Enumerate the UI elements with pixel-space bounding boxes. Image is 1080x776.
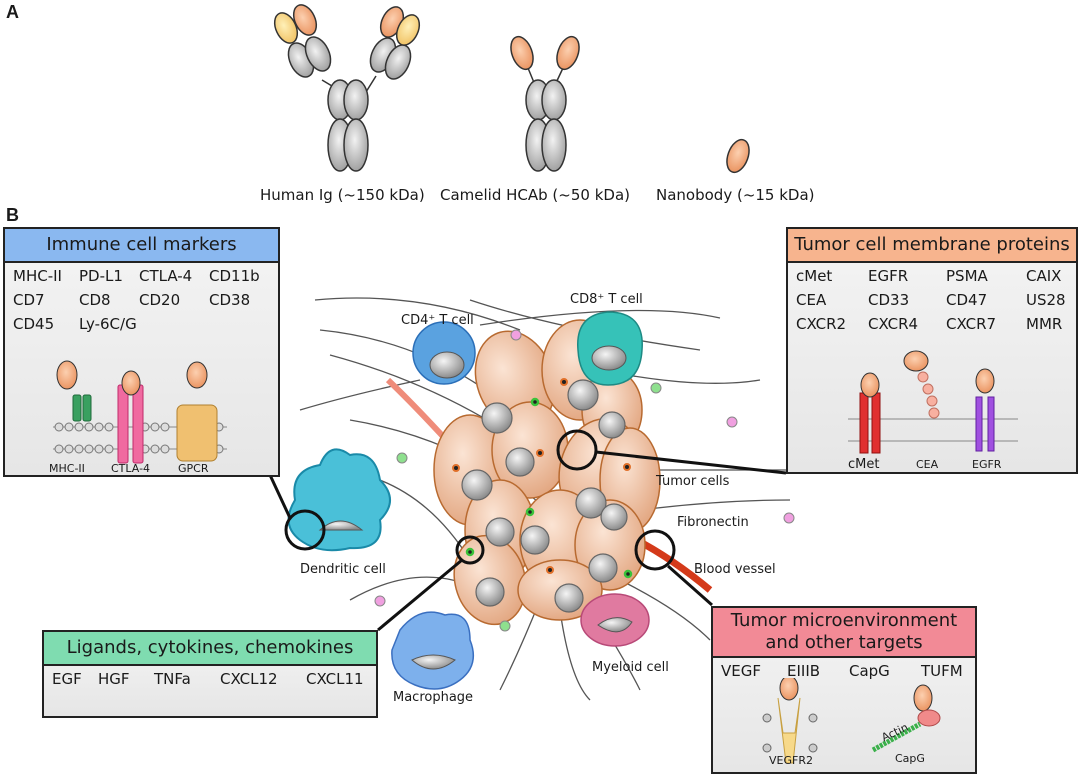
marker-item: CTLA-4 — [139, 267, 193, 285]
nanobody-icon — [726, 138, 750, 174]
ligands-cytokines-title: Ligands, cytokines, chemokines — [44, 632, 376, 666]
marker-item: Ly-6C/G — [79, 315, 137, 333]
marker-item: CD7 — [13, 291, 45, 309]
gpcr-label: GPCR — [178, 462, 209, 475]
marker-item: MHC-II — [13, 267, 62, 285]
immune-cell-markers-title: Immune cell markers — [5, 229, 278, 263]
ligand-item: CXCL11 — [306, 670, 364, 688]
marker-item: PSMA — [946, 267, 988, 285]
macrophage-icon — [391, 611, 475, 690]
tumor-membrane-illustration — [848, 350, 1018, 454]
myeloid-cell-icon — [580, 593, 650, 647]
camelid-hcab-label: Camelid HCAb (~50 kDa) — [440, 186, 630, 204]
target-item: TUFM — [921, 662, 963, 680]
marker-item: CD45 — [13, 315, 55, 333]
mhc-ii-label: MHC-II — [49, 462, 85, 475]
mhc-ii-icon — [72, 394, 92, 422]
panel-b-letter: B — [6, 205, 19, 225]
target-item: CapG — [849, 662, 890, 680]
tumor-microenvironment-title: Tumor microenvironment and other targets — [713, 608, 975, 658]
blood-vessel-label: Blood vessel — [694, 562, 776, 577]
immune-membrane-illustration — [53, 360, 227, 464]
ligand-item: TNFa — [154, 670, 191, 688]
camelid-hcab-icon — [510, 35, 580, 172]
cd8-t-cell-label: CD8⁺ T cell — [570, 292, 643, 307]
tumor-microenvironment-box: Tumor microenvironment and other targets… — [711, 606, 977, 774]
cd8-t-cell-icon — [577, 311, 643, 386]
cea-icon — [917, 371, 940, 419]
tumor-cells-label: Tumor cells — [656, 474, 730, 489]
marker-item: CD38 — [209, 291, 251, 309]
egfr-icon — [975, 396, 995, 452]
marker-item: CXCR7 — [946, 315, 997, 333]
myeloid-cell-label: Myeloid cell — [592, 660, 669, 675]
vegfr2-icon — [762, 678, 818, 764]
cd4-t-cell-icon — [412, 321, 476, 385]
vegfr2-label: VEGFR2 — [769, 754, 813, 767]
tumor-membrane-proteins-title: Tumor cell membrane proteins — [788, 229, 1076, 263]
marker-item: CD8 — [79, 291, 111, 309]
marker-item: CEA — [796, 291, 827, 309]
capg-icon — [871, 684, 941, 753]
gpcr-icon — [176, 404, 218, 462]
title-line-2: and other targets — [765, 632, 923, 653]
cd4-t-cell-label: CD4⁺ T cell — [401, 313, 474, 328]
capg-label: CapG — [895, 752, 925, 765]
cmet-label: cMet — [848, 457, 880, 472]
marker-item: CD33 — [868, 291, 910, 309]
fibronectin-label: Fibronectin — [677, 515, 749, 530]
marker-item: cMet — [796, 267, 833, 285]
immune-cell-markers-box: Immune cell markers MHC-II PD-L1 CTLA-4 … — [3, 227, 280, 477]
nanobody-label: Nanobody (~15 kDa) — [656, 186, 815, 204]
marker-item: CAIX — [1026, 267, 1062, 285]
cea-label: CEA — [916, 458, 939, 471]
marker-item: PD-L1 — [79, 267, 123, 285]
target-item: EIIIB — [787, 662, 821, 680]
actin-filament — [871, 721, 922, 753]
ligands-cytokines-box: Ligands, cytokines, chemokines EGF HGF T… — [42, 630, 378, 718]
marker-item: MMR — [1026, 315, 1063, 333]
dendritic-cell-icon — [287, 448, 391, 552]
ctla4-label: CTLA-4 — [111, 462, 151, 475]
marker-item: CD47 — [946, 291, 988, 309]
title-line-1: Tumor microenvironment — [730, 610, 958, 631]
dendritic-cell-label: Dendritic cell — [300, 562, 386, 577]
ligand-item: HGF — [98, 670, 130, 688]
target-item: VEGF — [721, 662, 761, 680]
tumor-membrane-proteins-box: Tumor cell membrane proteins cMet EGFR P… — [786, 227, 1078, 474]
microenv-illustration — [762, 678, 941, 764]
marker-item: CD20 — [139, 291, 181, 309]
human-ig-icon — [273, 4, 421, 172]
egfr-label: EGFR — [972, 458, 1002, 471]
ligand-item: EGF — [52, 670, 82, 688]
ctla4-icon — [117, 384, 144, 464]
human-ig-label: Human Ig (~150 kDa) — [260, 186, 425, 204]
marker-item: US28 — [1026, 291, 1066, 309]
marker-item: CD11b — [209, 267, 260, 285]
ligand-item: CXCL12 — [220, 670, 278, 688]
macrophage-label: Macrophage — [393, 690, 474, 705]
marker-item: CXCR2 — [796, 315, 847, 333]
cmet-icon — [859, 392, 881, 454]
marker-item: EGFR — [868, 267, 909, 285]
panel-a-letter: A — [6, 2, 19, 22]
marker-item: CXCR4 — [868, 315, 919, 333]
